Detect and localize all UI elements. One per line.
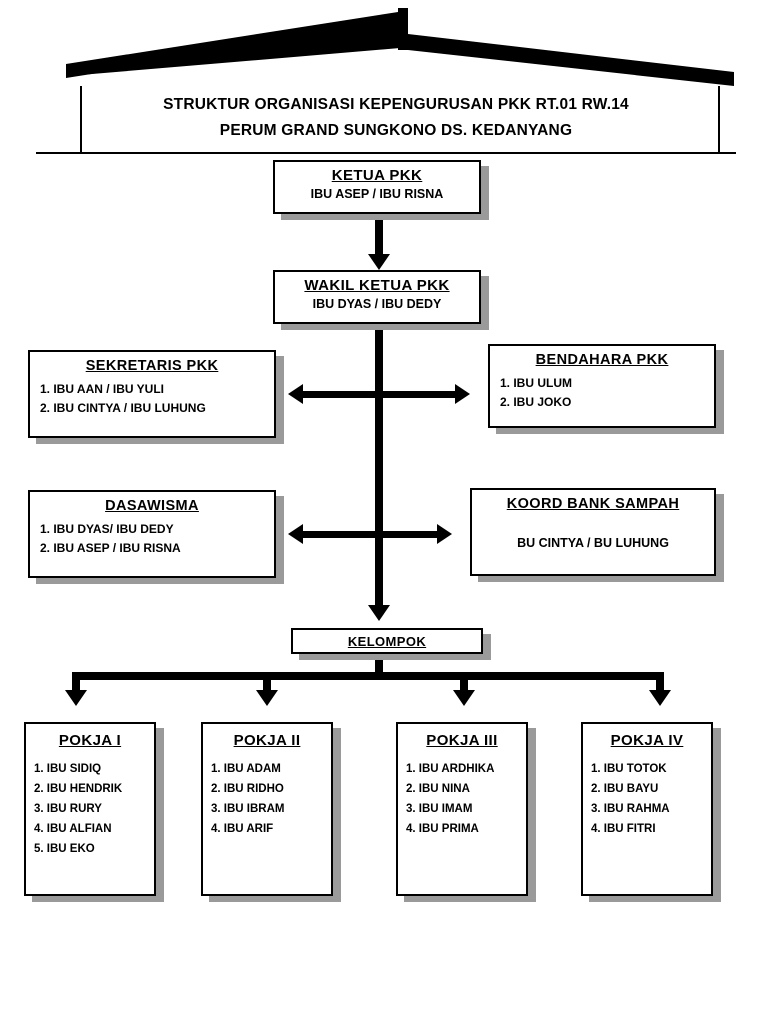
connector-row1-left <box>303 391 375 398</box>
connector-pokja2-drop <box>263 672 271 694</box>
page-title-line2: PERUM GRAND SUNGKONO DS. KEDANYANG <box>219 122 573 139</box>
node-dasawisma-members: 1. IBU DYAS/ IBU DEDY 2. IBU ASEP / IBU … <box>30 514 274 558</box>
node-bendahara-members: 1. IBU ULUM 2. IBU JOKO <box>490 368 714 412</box>
list-item: 1. IBU ARDHIKA <box>406 763 495 775</box>
node-pokja1-title: POKJA I <box>58 732 122 749</box>
node-ketua-members: IBU ASEP / IBU RISNA <box>275 184 479 201</box>
page-title: STRUKTUR ORGANISASI KEPENGURUSAN PKK RT.… <box>96 92 696 144</box>
list-item: 1. IBU DYAS/ IBU DEDY <box>40 522 174 536</box>
node-pokja2-members: 1. IBU ADAM 2. IBU RIDHO 3. IBU IBRAM 4.… <box>203 749 331 839</box>
header-right-tick <box>718 86 720 152</box>
node-kelompok-title: KELOMPOK <box>347 634 427 649</box>
list-item: 1. IBU ULUM <box>500 376 572 390</box>
list-item: 3. IBU RURY <box>34 803 102 815</box>
list-item: 2. IBU JOKO <box>500 395 572 409</box>
node-koord-bank-sampah[interactable]: KOORD BANK SAMPAH BU CINTYA / BU LUHUNG <box>470 488 716 576</box>
list-item: 1. IBU AAN / IBU YULI <box>40 382 165 396</box>
list-item: 1. IBU ADAM <box>211 763 281 775</box>
connector-pokja1-drop <box>72 672 80 694</box>
connector-main-trunk <box>375 324 383 609</box>
list-item: 3. IBU RAHMA <box>591 803 670 815</box>
connector-row2-right <box>383 531 437 538</box>
node-sekretaris-title: SEKRETARIS PKK <box>85 358 219 374</box>
connector-kelompok-stem <box>375 654 383 676</box>
arrow-pokja4-icon <box>649 690 671 706</box>
node-pokja2-title: POKJA II <box>233 732 301 749</box>
node-pokja-3[interactable]: POKJA III 1. IBU ARDHIKA 2. IBU NINA 3. … <box>396 722 528 896</box>
node-ketua-title: KETUA PKK <box>331 167 423 184</box>
list-item: 5. IBU EKO <box>34 843 95 855</box>
node-dasawisma-title: DASAWISMA <box>105 498 199 514</box>
node-ketua-pkk[interactable]: KETUA PKK IBU ASEP / IBU RISNA <box>273 160 481 214</box>
node-pokja-1[interactable]: POKJA I 1. IBU SIDIQ 2. IBU HENDRIK 3. I… <box>24 722 156 896</box>
list-item: 2. IBU ASEP / IBU RISNA <box>40 541 181 555</box>
node-pokja4-title: POKJA IV <box>610 732 684 749</box>
list-item: 4. IBU ALFIAN <box>34 823 112 835</box>
node-pokja3-members: 1. IBU ARDHIKA 2. IBU NINA 3. IBU IMAM 4… <box>398 749 526 839</box>
node-sekretaris-pkk[interactable]: SEKRETARIS PKK 1. IBU AAN / IBU YULI 2. … <box>28 350 276 438</box>
node-bank-sampah-members: BU CINTYA / BU LUHUNG <box>472 512 714 550</box>
list-item: 2. IBU NINA <box>406 783 470 795</box>
arrow-row2-right-icon <box>437 524 452 544</box>
list-item: 1. IBU TOTOK <box>591 763 667 775</box>
node-sekretaris-members: 1. IBU AAN / IBU YULI 2. IBU CINTYA / IB… <box>30 374 274 418</box>
node-pokja1-members: 1. IBU SIDIQ 2. IBU HENDRIK 3. IBU RURY … <box>26 749 154 859</box>
list-item: 3. IBU IBRAM <box>211 803 285 815</box>
arrow-pokja3-icon <box>453 690 475 706</box>
node-wakil-ketua-pkk[interactable]: WAKIL KETUA PKK IBU DYAS / IBU DEDY <box>273 270 481 324</box>
arrow-pokja1-icon <box>65 690 87 706</box>
list-item: IBU ASEP / IBU RISNA <box>310 187 444 201</box>
list-item: 4. IBU ARIF <box>211 823 274 835</box>
connector-pokja4-drop <box>656 672 664 694</box>
list-item: 2. IBU BAYU <box>591 783 659 795</box>
node-dasawisma[interactable]: DASAWISMA 1. IBU DYAS/ IBU DEDY 2. IBU A… <box>28 490 276 578</box>
list-item: 2. IBU CINTYA / IBU LUHUNG <box>40 401 206 415</box>
node-wakil-members: IBU DYAS / IBU DEDY <box>275 294 479 311</box>
header-left-tick <box>80 86 82 152</box>
list-item: 2. IBU RIDHO <box>211 783 284 795</box>
roof-banner-icon <box>66 8 734 86</box>
list-item: 4. IBU FITRI <box>591 823 656 835</box>
node-bendahara-pkk[interactable]: BENDAHARA PKK 1. IBU ULUM 2. IBU JOKO <box>488 344 716 428</box>
list-item: 4. IBU PRIMA <box>406 823 479 835</box>
arrow-row1-right-icon <box>455 384 470 404</box>
node-wakil-title: WAKIL KETUA PKK <box>304 277 450 294</box>
connector-pokja3-drop <box>460 672 468 694</box>
connector-row2-left <box>303 531 375 538</box>
list-item: IBU DYAS / IBU DEDY <box>312 297 442 311</box>
list-item: 2. IBU HENDRIK <box>34 783 123 795</box>
connector-row1-right <box>383 391 455 398</box>
node-pokja-2[interactable]: POKJA II 1. IBU ADAM 2. IBU RIDHO 3. IBU… <box>201 722 333 896</box>
arrow-trunk-kelompok-icon <box>368 605 390 621</box>
node-bank-sampah-title: KOORD BANK SAMPAH <box>506 496 680 512</box>
arrow-ketua-wakil-icon <box>368 254 390 270</box>
node-kelompok[interactable]: KELOMPOK <box>291 628 483 654</box>
list-item: BU CINTYA / BU LUHUNG <box>517 536 669 550</box>
connector-pokja-bus <box>72 672 664 680</box>
arrow-pokja2-icon <box>256 690 278 706</box>
arrow-row2-left-icon <box>288 524 303 544</box>
arrow-row1-left-icon <box>288 384 303 404</box>
connector-ketua-wakil <box>375 214 383 258</box>
page-title-line1: STRUKTUR ORGANISASI KEPENGURUSAN PKK RT.… <box>163 96 629 113</box>
list-item: 3. IBU IMAM <box>406 803 473 815</box>
node-pokja3-title: POKJA III <box>426 732 498 749</box>
node-bendahara-title: BENDAHARA PKK <box>535 352 669 368</box>
node-pokja4-members: 1. IBU TOTOK 2. IBU BAYU 3. IBU RAHMA 4.… <box>583 749 711 839</box>
header-divider <box>36 152 736 154</box>
node-pokja-4[interactable]: POKJA IV 1. IBU TOTOK 2. IBU BAYU 3. IBU… <box>581 722 713 896</box>
list-item: 1. IBU SIDIQ <box>34 763 102 775</box>
